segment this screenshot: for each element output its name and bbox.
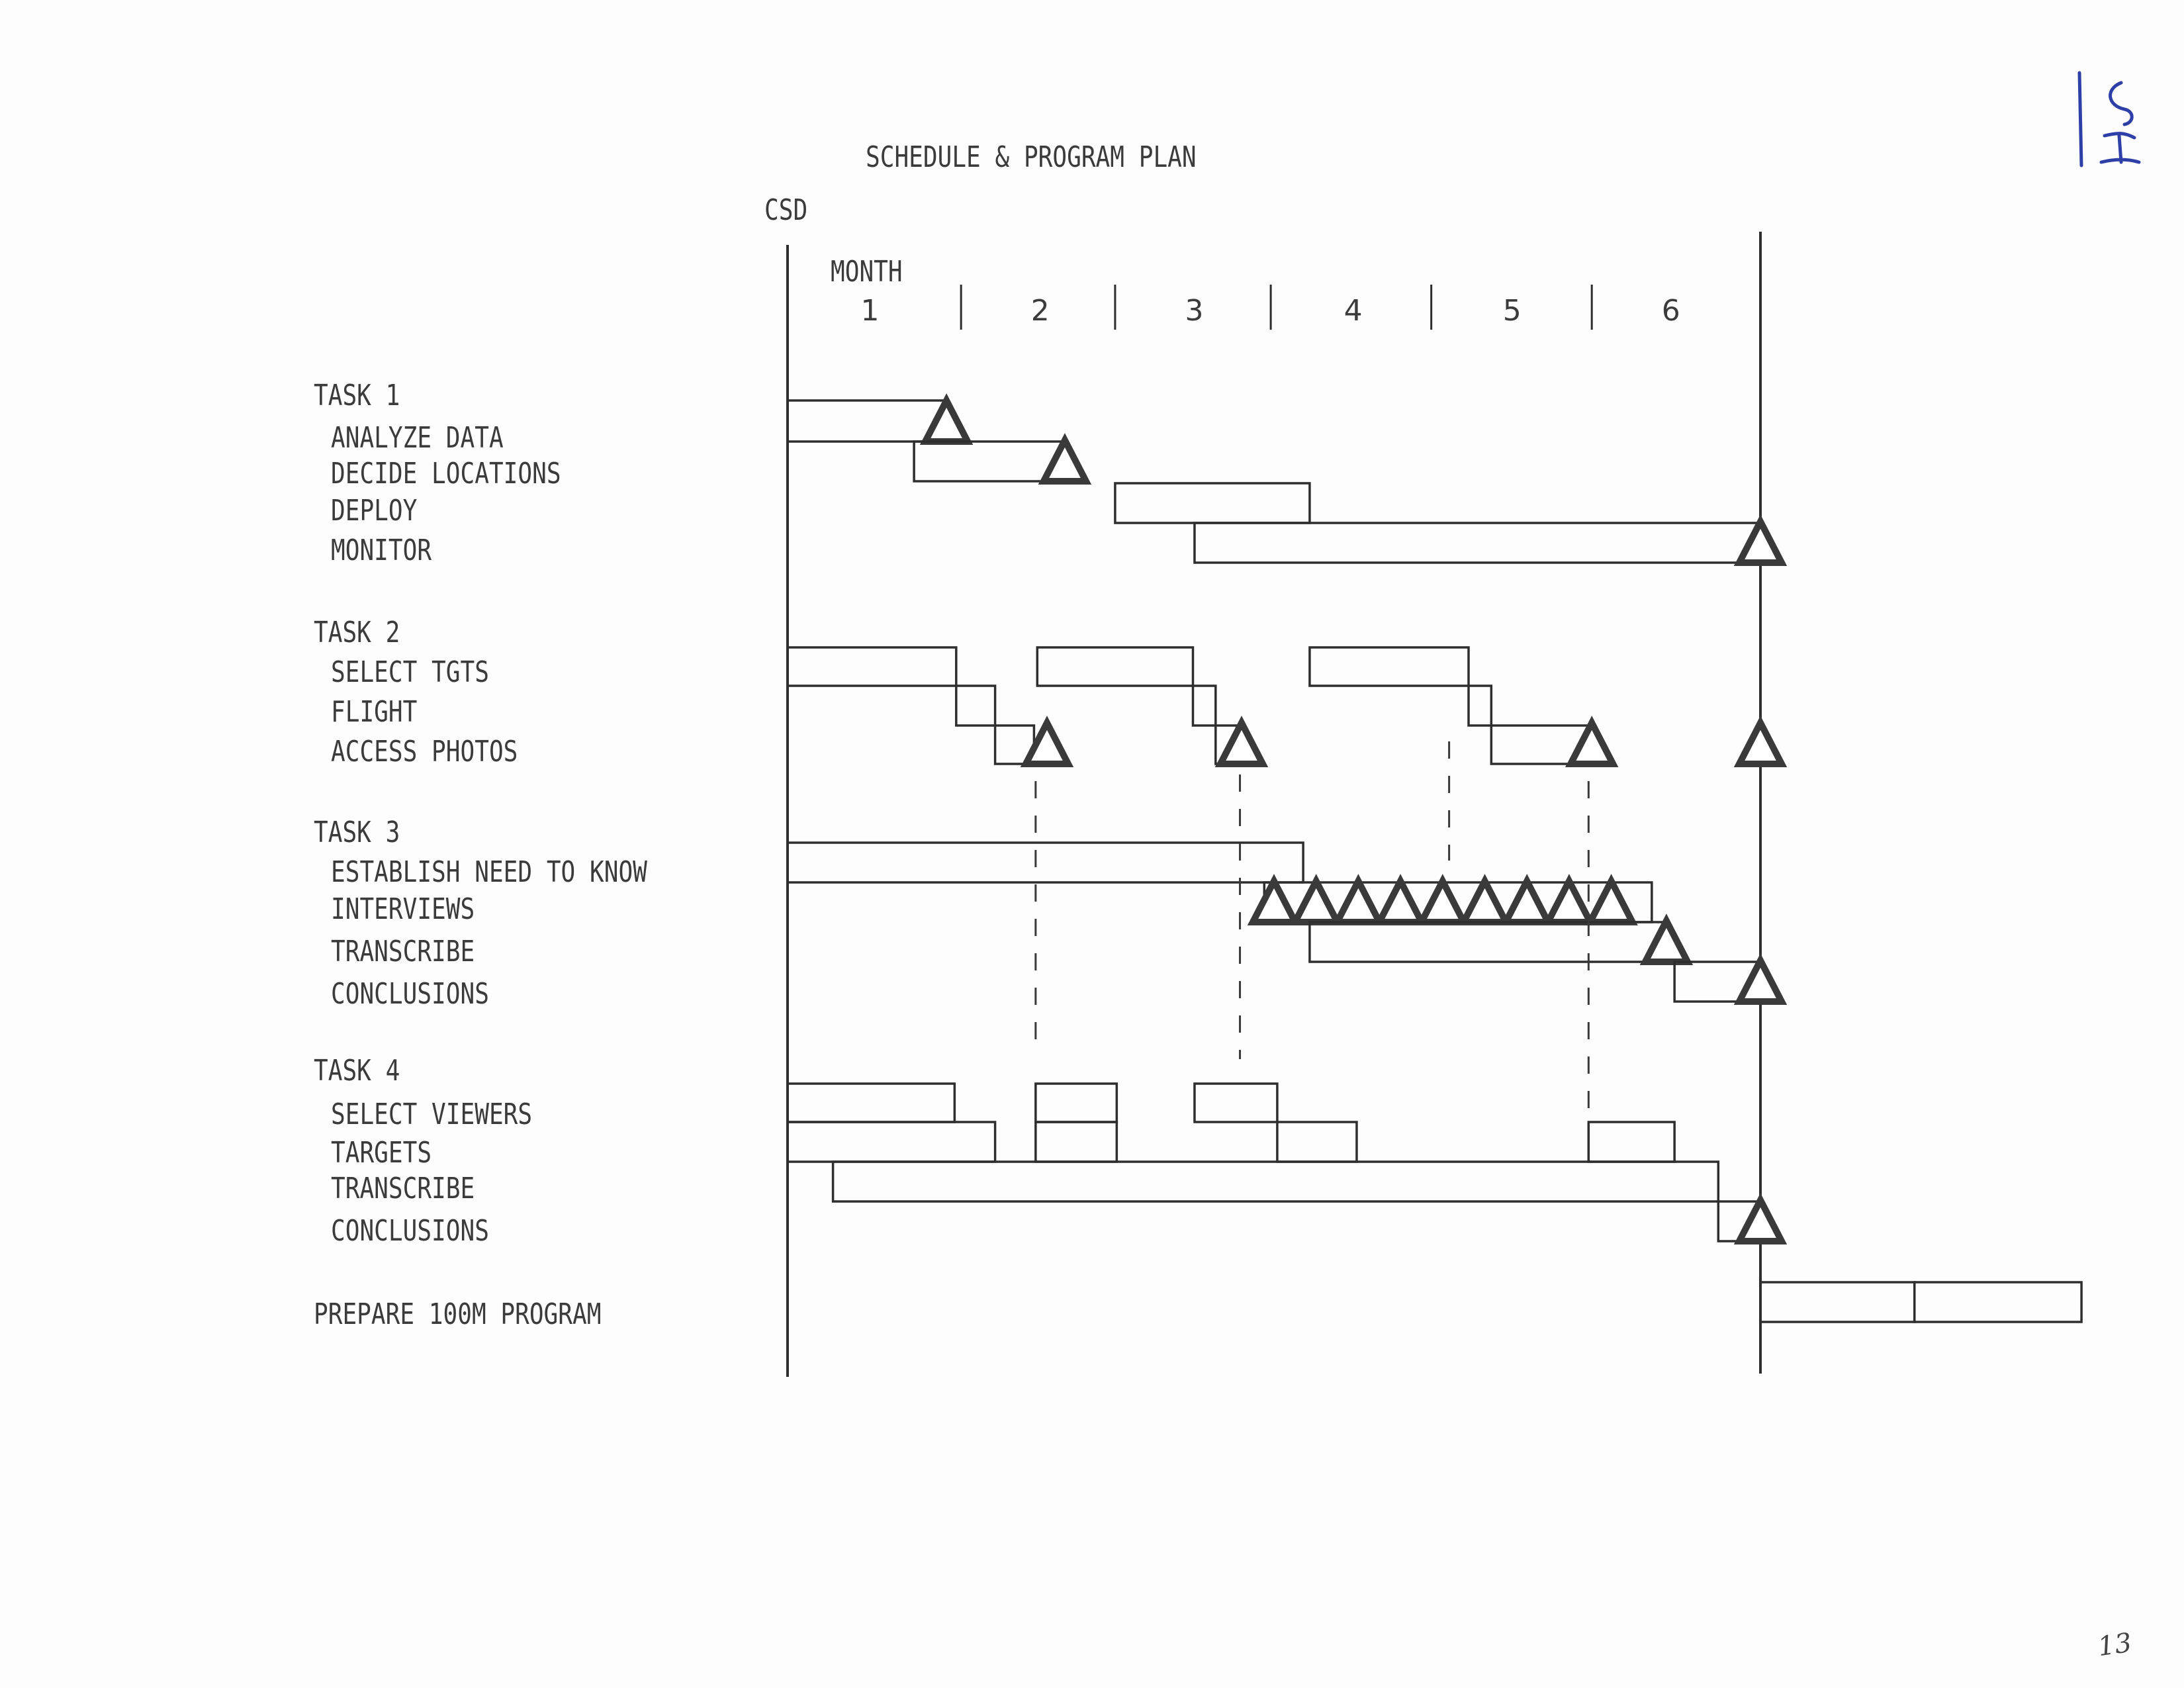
task-row-label: TRANSCRIBE: [331, 1172, 475, 1205]
chart-title: SCHEDULE & PROGRAM PLAN: [866, 140, 1197, 174]
task-row-label: MONITOR: [331, 534, 432, 567]
milestone-triangle: [1733, 953, 1788, 1005]
milestone-triangle: [919, 393, 974, 445]
schedule-bar: [786, 646, 958, 687]
x-tick-label: 2: [1030, 294, 1050, 328]
task-row-label: ESTABLISH NEED TO KNOW: [331, 855, 647, 889]
schedule-bar: [913, 440, 1066, 483]
task-group-label: TASK 4: [314, 1054, 400, 1088]
milestone-triangle: [1214, 716, 1269, 767]
schedule-bar: [1308, 921, 1668, 963]
milestone-triangle: [1038, 433, 1092, 485]
milestone-triangle: [1332, 874, 1385, 925]
milestone-triangle: [1500, 874, 1554, 925]
schedule-bar: [786, 399, 948, 443]
task-group-label: TASK 2: [314, 616, 400, 649]
task-row-label: ACCESS PHOTOS: [331, 735, 518, 769]
task-row-label: TRANSCRIBE: [331, 935, 475, 968]
task-group-label: TASK 3: [314, 816, 400, 849]
x-tick-label: 3: [1185, 294, 1204, 328]
milestone-triangle: [1416, 874, 1470, 925]
schedule-bar: [1276, 1121, 1358, 1163]
task-row-label: CONCLUSIONS: [331, 977, 489, 1011]
task-row-label: FLIGHT: [331, 695, 418, 729]
milestone-triangle: [1733, 716, 1788, 767]
milestone-triangle: [1289, 874, 1343, 925]
task-row-label: DECIDE LOCATIONS: [331, 457, 561, 491]
task-row-label: TARGETS: [331, 1136, 432, 1170]
page-number: 13: [2096, 1627, 2134, 1663]
schedule-bar: [1191, 684, 1217, 727]
task-row-label: DEPLOY: [331, 494, 418, 528]
x-tick-label: 4: [1343, 294, 1363, 328]
milestone-triangle: [1565, 716, 1619, 767]
task-row-label: INTERVIEWS: [331, 892, 475, 926]
schedule-bar: [1308, 646, 1470, 687]
schedule-bar: [1467, 684, 1493, 727]
x-axis-label: MONTH: [831, 255, 903, 289]
schedule-bar: [1114, 482, 1311, 524]
milestone-triangle: [1584, 874, 1638, 925]
schedule-bar: [1759, 1281, 1916, 1323]
milestone-triangle: [1639, 914, 1694, 965]
x-tick-label: 1: [860, 294, 880, 328]
task-row-label: PREPARE 100M PROGRAM: [314, 1297, 602, 1331]
milestone-triangle: [1733, 1193, 1788, 1244]
schedule-bar: [1587, 1121, 1676, 1163]
schedule-bar: [955, 684, 997, 727]
milestone-triangle: [1542, 874, 1596, 925]
schedule-bar: [1193, 1082, 1279, 1123]
x-tick-label: 6: [1661, 294, 1680, 328]
task-row-label: CONCLUSIONS: [331, 1214, 489, 1248]
x-tick-label: 5: [1502, 294, 1522, 328]
schedule-bar: [786, 1121, 997, 1163]
milestone-triangle: [1458, 874, 1512, 925]
milestone-triangle: [1733, 514, 1788, 566]
schedule-bar: [1193, 522, 1762, 564]
milestone-triangle: [1247, 874, 1301, 925]
milestone-triangle: [1373, 874, 1428, 925]
task-group-label: TASK 1: [314, 379, 400, 412]
milestone-triangle: [1020, 716, 1074, 767]
schedule-bar: [786, 841, 1304, 884]
schedule-bar: [1034, 1082, 1118, 1123]
handwritten-initials-mark: [2077, 71, 2141, 167]
schedule-bar: [1913, 1281, 2083, 1323]
schedule-bar: [786, 1082, 956, 1123]
schedule-bar: [831, 1160, 1720, 1203]
schedule-bar: [1034, 1121, 1118, 1163]
task-row-label: SELECT TGTS: [331, 655, 489, 689]
org-label: CSD: [764, 193, 808, 227]
task-row-label: SELECT VIEWERS: [331, 1098, 533, 1131]
task-row-label: ANALYZE DATA: [331, 421, 504, 455]
schedule-bar: [1036, 646, 1195, 687]
